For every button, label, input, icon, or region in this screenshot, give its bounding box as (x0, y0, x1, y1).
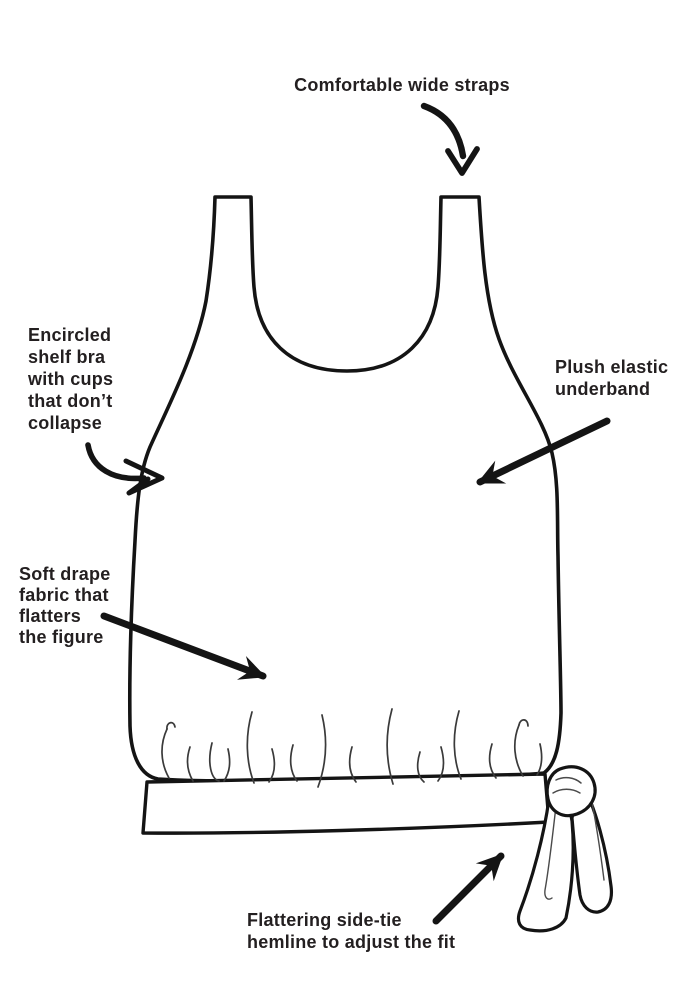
arrow-shelf-bra (85, 442, 165, 496)
tank-top-outline (128, 195, 563, 784)
side-tie-knot (545, 765, 597, 818)
annotation-underband: Plush elastic underband (555, 357, 669, 399)
annotation-shelf-bra: Encircled shelf bra with cups that don’t… (28, 325, 114, 433)
gather-lines (161, 708, 543, 788)
hem-band (141, 772, 551, 835)
annotation-soft-fabric: Soft drape fabric that flatters the figu… (19, 564, 111, 647)
arrow-underband (476, 417, 611, 486)
arrow-wide-straps (420, 102, 480, 176)
arrow-side-tie (432, 852, 505, 925)
annotation-wide-straps: Comfortable wide straps (294, 75, 510, 95)
side-tie-knot-detail (552, 776, 582, 794)
annotation-side-tie: Flattering side-tie hemline to adjust th… (247, 910, 456, 952)
arrow-soft-fabric (100, 612, 267, 680)
